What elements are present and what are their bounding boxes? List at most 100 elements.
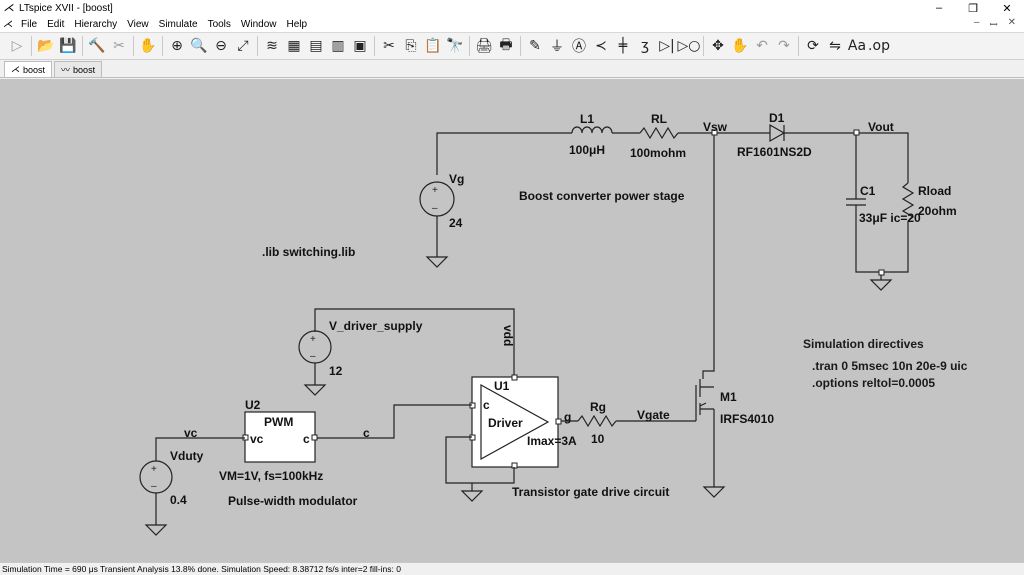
wire-d1-vout[interactable] bbox=[784, 132, 909, 183]
label-net-vdd[interactable]: vdd bbox=[501, 325, 515, 346]
label-RL-name[interactable]: RL bbox=[651, 112, 667, 126]
redo-icon[interactable]: ↷ bbox=[778, 38, 790, 54]
label-net-c[interactable]: c bbox=[363, 426, 370, 440]
capacitor-icon[interactable]: ╪ bbox=[618, 38, 628, 54]
note-gate-drive[interactable]: Transistor gate drive circuit bbox=[512, 485, 669, 499]
label-Vduty-value[interactable]: 0.4 bbox=[170, 493, 187, 507]
find-icon[interactable]: 🔭 bbox=[446, 38, 464, 54]
drag-icon[interactable]: ✋ bbox=[731, 38, 749, 54]
label-Vdriver-name[interactable]: V_driver_supply bbox=[329, 319, 423, 333]
node-vout[interactable] bbox=[853, 129, 860, 136]
label-net-vc[interactable]: vc bbox=[184, 426, 198, 440]
directive-lib[interactable]: .lib switching.lib bbox=[262, 245, 355, 259]
resistor-icon[interactable]: ≺ bbox=[595, 38, 607, 54]
wire-vdd-top[interactable] bbox=[314, 308, 515, 377]
tab-schematic-boost[interactable]: ⋌ boost bbox=[4, 61, 53, 77]
pin-u1-g[interactable] bbox=[555, 418, 562, 425]
label-Rg-value[interactable]: 10 bbox=[591, 432, 605, 446]
cascade-icon[interactable]: ▣ bbox=[353, 38, 367, 54]
tile-vertical-icon[interactable]: ▥ bbox=[331, 38, 345, 54]
zoom-out-icon[interactable]: ⊖ bbox=[215, 38, 227, 54]
label-L1-value[interactable]: 100μH bbox=[569, 143, 605, 157]
copy-icon[interactable]: ⎘ bbox=[405, 38, 417, 54]
cut-icon[interactable]: ✂ bbox=[383, 38, 395, 54]
directive-options[interactable]: .options reltol=0.0005 bbox=[812, 376, 935, 390]
label-net-vsw[interactable]: Vsw bbox=[703, 120, 728, 134]
undo-icon[interactable]: ↶ bbox=[756, 38, 768, 54]
schematic-canvas[interactable]: + – + – + – L1 100μH RL 100mohm Vsw bbox=[0, 79, 1024, 562]
capacitor-C1-symbol[interactable] bbox=[846, 198, 866, 206]
mdi-close-button[interactable]: ✕ bbox=[1007, 17, 1016, 28]
tab-waveform-boost[interactable]: 〰 boost bbox=[54, 61, 103, 77]
pwm-U2-block[interactable] bbox=[244, 411, 316, 463]
label-Vdriver-value[interactable]: 12 bbox=[329, 364, 343, 378]
label-Rg-name[interactable]: Rg bbox=[590, 400, 606, 414]
menu-simulate[interactable]: Simulate bbox=[158, 18, 198, 30]
label-Rload-name[interactable]: Rload bbox=[918, 184, 951, 198]
close-button[interactable]: ✕ bbox=[1002, 2, 1012, 15]
inductor-L1-symbol[interactable] bbox=[571, 126, 613, 134]
label-Vduty-name[interactable]: Vduty bbox=[170, 449, 204, 463]
menu-edit[interactable]: Edit bbox=[47, 18, 65, 30]
save-icon[interactable]: 💾 bbox=[59, 38, 77, 54]
ground-icon[interactable]: ⏚ bbox=[550, 39, 564, 55]
note-pwm[interactable]: Pulse-width modulator bbox=[228, 494, 358, 508]
label-Rload-value[interactable]: 20ohm bbox=[918, 204, 957, 218]
label-C1-name[interactable]: C1 bbox=[860, 184, 876, 198]
grid-icon[interactable]: ▦ bbox=[287, 38, 301, 54]
component-icon[interactable]: ▷○ bbox=[677, 38, 701, 54]
mirror-icon[interactable]: ⇋ bbox=[829, 38, 841, 54]
label-C1-value[interactable]: 33μF ic=20 bbox=[859, 211, 921, 225]
pin-u2-c[interactable] bbox=[311, 434, 318, 441]
label-U2-param[interactable]: VM=1V, fs=100kHz bbox=[219, 469, 323, 483]
print-preview-icon[interactable]: 🖶 bbox=[499, 37, 513, 53]
label-RL-value[interactable]: 100mohm bbox=[630, 146, 686, 160]
print-icon[interactable]: 🖨 bbox=[475, 38, 493, 54]
rotate-icon[interactable]: ⟳ bbox=[807, 38, 819, 54]
mdi-minimize-button[interactable]: – bbox=[973, 17, 980, 28]
wire-u1-gnd-loop[interactable] bbox=[445, 436, 515, 484]
note-sim-directives-title[interactable]: Simulation directives bbox=[803, 337, 924, 351]
spice-directive-icon[interactable]: .op bbox=[868, 38, 890, 54]
label-D1-value[interactable]: RF1601NS2D bbox=[737, 145, 812, 159]
menu-file[interactable]: File bbox=[21, 18, 38, 30]
wire-c-net[interactable] bbox=[315, 404, 472, 439]
zoom-fit-icon[interactable]: ⤢ bbox=[237, 38, 249, 54]
paste-icon[interactable]: 📋 bbox=[424, 38, 442, 54]
move-icon[interactable]: ✥ bbox=[712, 38, 724, 54]
label-net-vgate[interactable]: Vgate bbox=[637, 408, 670, 422]
mdi-restore-button[interactable]: ꟷ bbox=[989, 20, 998, 31]
draw-wire-icon[interactable]: ✎ bbox=[529, 38, 541, 54]
label-Vg-value[interactable]: 24 bbox=[449, 216, 463, 230]
control-panel-icon[interactable]: 🔨 bbox=[88, 38, 106, 54]
resistor-Rload-symbol[interactable] bbox=[901, 182, 915, 222]
pin-u1-vdd[interactable] bbox=[511, 374, 518, 381]
menu-hierarchy[interactable]: Hierarchy bbox=[74, 18, 118, 30]
zoom-in-icon[interactable]: ⊕ bbox=[171, 38, 183, 54]
wire-vg-top[interactable] bbox=[436, 132, 572, 175]
diode-D1-symbol[interactable] bbox=[769, 123, 786, 143]
tile-horizontal-icon[interactable]: ▤ bbox=[309, 38, 323, 54]
minimize-button[interactable]: – bbox=[935, 2, 943, 14]
open-icon[interactable]: 📂 bbox=[37, 38, 55, 54]
resistor-RL-symbol[interactable] bbox=[639, 126, 679, 140]
label-D1-name[interactable]: D1 bbox=[769, 111, 785, 125]
label-U2-name[interactable]: U2 bbox=[245, 398, 261, 412]
diode-icon[interactable]: ▷| bbox=[659, 38, 675, 54]
driver-U1-block[interactable] bbox=[471, 376, 559, 468]
autorange-icon[interactable]: ≋ bbox=[266, 38, 278, 54]
wire-vsw-drain[interactable] bbox=[702, 135, 715, 379]
menu-help[interactable]: Help bbox=[286, 18, 308, 30]
menu-view[interactable]: View bbox=[127, 18, 149, 30]
directive-tran[interactable]: .tran 0 5msec 10n 20e-9 uic bbox=[812, 359, 968, 373]
mosfet-M1-symbol[interactable] bbox=[695, 379, 715, 487]
zoom-area-icon[interactable]: 🔍 bbox=[190, 38, 208, 54]
note-power-stage[interactable]: Boost converter power stage bbox=[519, 189, 685, 203]
schematic-doc-icon[interactable]: ⋌ bbox=[3, 18, 13, 30]
label-net-icon[interactable]: Ⓐ bbox=[572, 39, 586, 55]
text-icon[interactable]: Aa bbox=[847, 38, 867, 54]
halt-icon[interactable]: ✂ bbox=[113, 38, 125, 54]
pan-icon[interactable]: ✋ bbox=[139, 38, 157, 54]
menu-tools[interactable]: Tools bbox=[207, 18, 231, 30]
label-L1-name[interactable]: L1 bbox=[580, 112, 594, 126]
